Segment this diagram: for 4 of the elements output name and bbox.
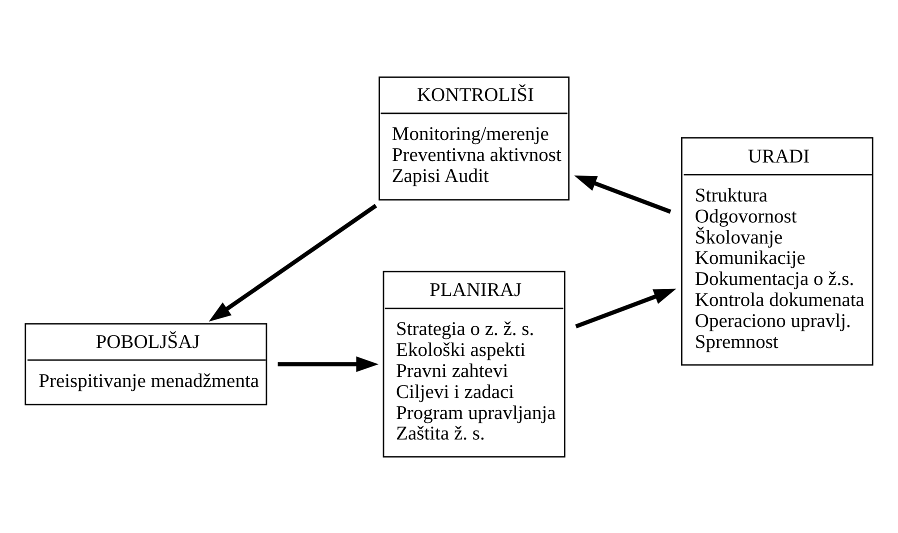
arrow — [278, 356, 379, 372]
arrow — [575, 288, 676, 328]
arrow — [208, 203, 378, 322]
arrow — [574, 175, 672, 214]
